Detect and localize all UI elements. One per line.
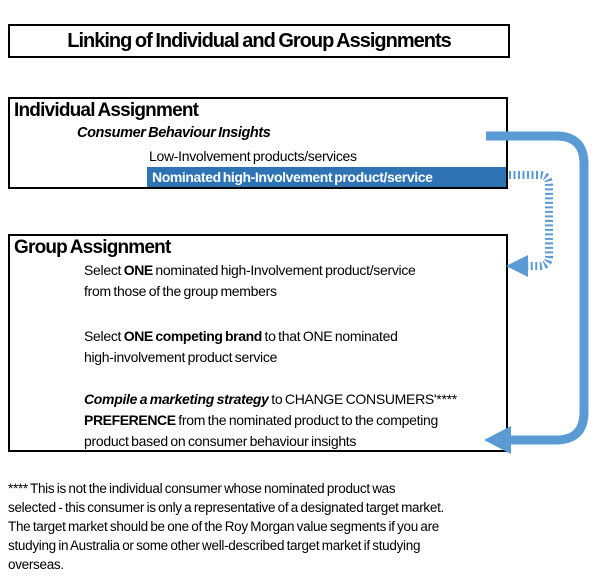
low-involvement-label: Low-Involvement products/services: [149, 148, 357, 164]
text-run: Select: [84, 328, 124, 344]
bullet-line: Compile a marketing strategy to CHANGE C…: [84, 389, 457, 410]
individual-assignment-heading: Individual Assignment: [14, 100, 199, 121]
bullet-line: Select ONE competing brand to that ONE n…: [84, 326, 398, 347]
footnote-line: studying in Australia or some other well…: [8, 538, 421, 553]
text-run-bold: ONE competing brand: [123, 328, 263, 344]
group-assignment-box: Group Assignment Select ONE nominated hi…: [8, 234, 508, 452]
bullet-line: Select ONE nominated high-Involvement pr…: [84, 260, 416, 281]
bullet-select-competing-brand: Select ONE competing brand to that ONE n…: [84, 326, 398, 368]
page-title: Linking of Individual and Group Assignme…: [67, 29, 451, 52]
text-run-bold-italic: Compile a marketing strategy: [84, 391, 269, 407]
bullet-select-nominated: Select ONE nominated high-Involvement pr…: [84, 260, 416, 302]
text-run-bold: ONE: [123, 262, 154, 278]
individual-assignment-box: Individual Assignment Consumer Behaviour…: [8, 97, 508, 189]
footnote: **** This is not the individual consumer…: [8, 479, 594, 574]
footnote-line: The target market should be one of the R…: [8, 519, 440, 534]
text-run: from the nominated product to the compet…: [175, 412, 438, 428]
nominated-product-highlight-bar: Nominated high-Involvement product/servi…: [147, 167, 506, 187]
group-assignment-heading: Group Assignment: [14, 237, 171, 258]
bullet-line: high-involvement product service: [84, 349, 278, 365]
bullet-line: from those of the group members: [84, 283, 277, 299]
bullet-line: product based on consumer behaviour insi…: [84, 433, 357, 449]
dashed-arrow-head-icon: [506, 255, 528, 277]
text-run: Select: [84, 262, 124, 278]
footnote-line: **** This is not the individual consumer…: [8, 481, 396, 496]
dashed-arrow: [509, 171, 553, 270]
bullet-compile-strategy: Compile a marketing strategy to CHANGE C…: [84, 389, 457, 452]
text-run: nominated high-Involvement product/servi…: [152, 262, 416, 278]
bullet-line: PREFERENCE from the nominated product to…: [84, 410, 457, 431]
text-run-bold: PREFERENCE: [84, 412, 176, 428]
footnote-line: selected - this consumer is only a repre…: [8, 500, 444, 515]
text-run: to that ONE nominated: [261, 328, 398, 344]
title-box: Linking of Individual and Group Assignme…: [8, 24, 510, 58]
consumer-behaviour-insights-label: Consumer Behaviour Insights: [77, 125, 271, 141]
footnote-line: overseas.: [8, 557, 64, 572]
nominated-product-label: Nominated high-Involvement product/servi…: [152, 169, 433, 185]
text-run: to CHANGE CONSUMERS'****: [268, 391, 457, 407]
